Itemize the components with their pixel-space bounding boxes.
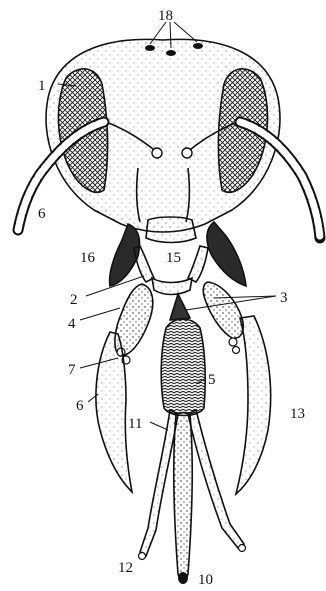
label-15: 15 — [166, 250, 181, 266]
label-6-galea: 6 — [76, 398, 84, 414]
label-18: 18 — [158, 8, 173, 24]
right-galea — [236, 316, 271, 494]
label-13: 13 — [290, 406, 305, 422]
label-2: 2 — [70, 292, 78, 308]
label-10: 10 — [198, 572, 213, 588]
label-3: 3 — [280, 290, 288, 306]
label-4: 4 — [68, 316, 76, 332]
prementum — [161, 319, 205, 416]
label-6-antenna: 6 — [38, 206, 46, 222]
label-5: 5 — [208, 372, 216, 388]
label-16: 16 — [80, 250, 96, 266]
label-7: 7 — [68, 362, 76, 378]
glossa — [174, 413, 192, 585]
right-stipes — [203, 282, 243, 338]
hypopharynx — [170, 294, 190, 320]
label-12: 12 — [118, 560, 133, 576]
label-11: 11 — [128, 416, 142, 432]
labrum — [146, 217, 196, 243]
label-1: 1 — [38, 78, 46, 94]
right-mandible — [207, 222, 246, 286]
